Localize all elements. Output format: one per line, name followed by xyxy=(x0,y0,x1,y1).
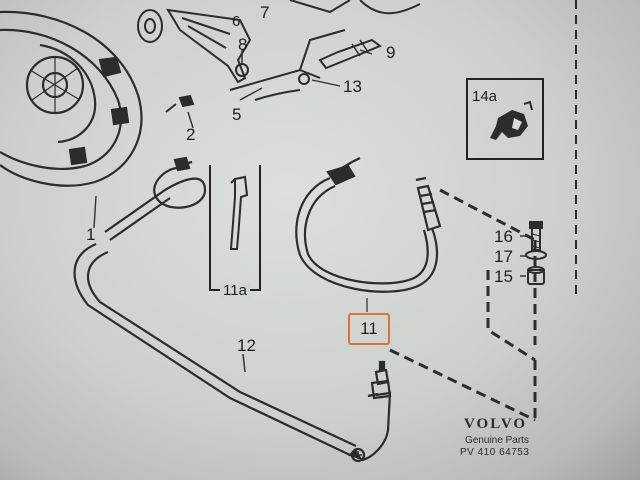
label-part-15: 15 xyxy=(494,267,513,286)
bracket-dashed-icon xyxy=(389,188,537,422)
label-part-13: 13 xyxy=(343,77,362,96)
label-part-8: 8 xyxy=(238,35,248,54)
label-part-7: 7 xyxy=(260,3,270,22)
leader-lines xyxy=(93,49,528,373)
bolt-stack-icon xyxy=(525,221,547,285)
inset-14a-label: 14a xyxy=(472,88,498,105)
top-assembly-icon xyxy=(137,0,421,101)
inset-11a-label: 11a xyxy=(211,282,259,299)
label-part-6: 6 xyxy=(232,13,241,30)
label-part-2: 2 xyxy=(186,125,196,144)
label-part-5: 5 xyxy=(232,105,242,124)
inset-14a-box: 14a xyxy=(466,78,544,160)
pipe-1-icon xyxy=(104,156,207,241)
bracket-11a-icon xyxy=(229,175,249,250)
label-part-1: 1 xyxy=(86,225,96,244)
label-part-17: 17 xyxy=(494,247,513,266)
part-number-text: PV 410 64753 xyxy=(460,447,530,458)
highlighted-part-11-callout[interactable]: 11 xyxy=(348,313,390,345)
inset-11a-box: 11a xyxy=(209,165,261,299)
lower-fitting-icon xyxy=(350,360,392,463)
clip-14a-icon xyxy=(490,100,533,140)
label-part-16: 16 xyxy=(494,227,513,246)
label-part-9: 9 xyxy=(386,43,396,62)
hose-11-icon xyxy=(295,157,442,312)
label-part-12: 12 xyxy=(237,336,256,355)
bolt-icon xyxy=(165,94,195,113)
clutch-housing-icon xyxy=(0,10,143,187)
genuine-parts-text: Genuine Parts xyxy=(465,435,529,446)
volvo-logo: VOLVO xyxy=(464,416,528,432)
brand-block: VOLVO Genuine Parts PV 410 64753 xyxy=(458,416,568,458)
